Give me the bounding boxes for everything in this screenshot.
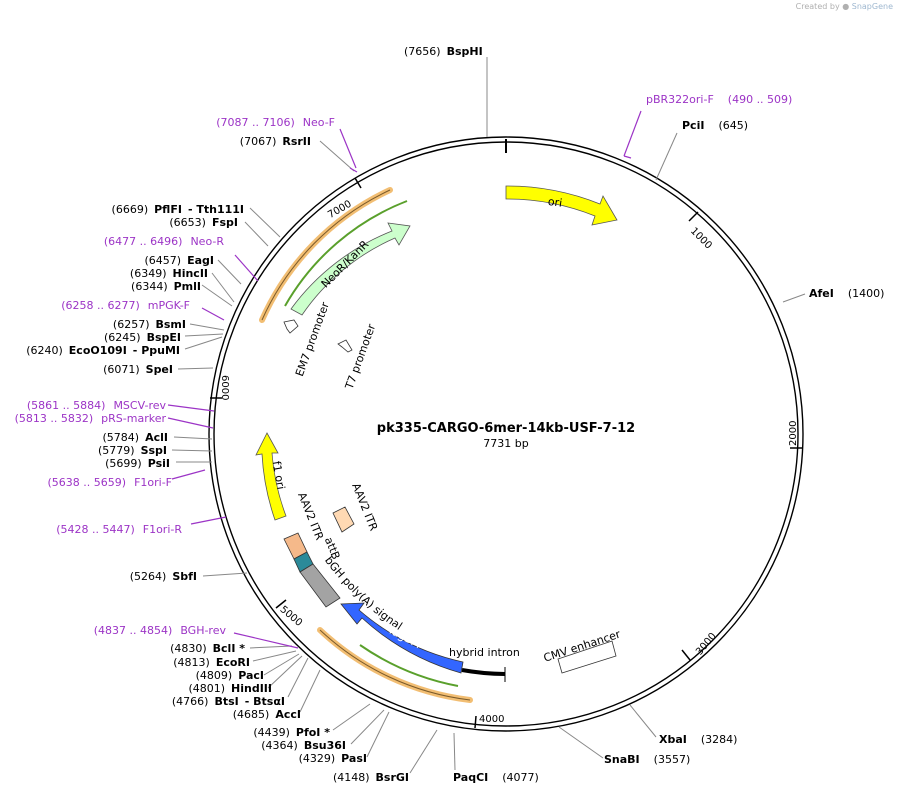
site-sspi[interactable]: (5779)SspI	[98, 444, 167, 457]
t7-feature[interactable]	[337, 339, 353, 353]
tick-label: 5000	[278, 604, 305, 629]
tick-label: 6000	[219, 375, 230, 400]
tick-mark	[681, 649, 691, 661]
site-psii[interactable]: (5699)PsiI	[105, 457, 170, 470]
site-sbfi[interactable]: (5264)SbfI	[130, 570, 197, 583]
site-bsphi[interactable]: (7656)BspHI	[404, 45, 483, 58]
tagbfp-orf-green	[359, 644, 459, 687]
tick-mark	[354, 177, 362, 189]
site-bsrgi[interactable]: (4148)BsrGI	[333, 771, 409, 784]
site-hindiii[interactable]: (4801)HindIII	[188, 682, 272, 695]
cmv-feature[interactable]	[557, 640, 617, 674]
site-btsi[interactable]: (4766)BtsI- BtsαI	[172, 695, 285, 708]
site-pcii[interactable]: PciI(645)	[682, 119, 748, 132]
tagbfp-orf-line	[319, 629, 471, 701]
neo-orf-green	[284, 200, 408, 307]
neo-orf-line	[261, 189, 391, 321]
intron-feature[interactable]	[461, 668, 506, 676]
snapgene-credit: Created by ● SnapGene	[796, 2, 893, 11]
bgh-feature[interactable]	[299, 563, 341, 608]
primer-mpgkf[interactable]: (6258 .. 6277)mPGK-F	[61, 299, 190, 312]
site-bsmi[interactable]: (6257)BsmI	[113, 318, 186, 331]
t7-label: T7 promoter	[342, 322, 378, 392]
ori-label: ori	[547, 195, 563, 210]
site-xbai[interactable]: XbaI(3284)	[659, 733, 737, 746]
site-snabi[interactable]: SnaBI(3557)	[604, 753, 690, 766]
tagbfp-feature[interactable]	[340, 602, 464, 674]
plasmid-length: 7731 bp	[483, 437, 528, 450]
primer-neof[interactable]: (7087 .. 7106)Neo-F	[216, 116, 335, 129]
site-afei[interactable]: AfeI(1400)	[809, 287, 884, 300]
f1ori-label: f1 ori	[270, 460, 288, 491]
primer-f1r[interactable]: (5428 .. 5447)F1ori-R	[56, 523, 182, 536]
site-eagi[interactable]: (6457)EagI	[145, 254, 214, 267]
primer-bgh[interactable]: (4837 .. 4854)BGH-rev	[94, 624, 227, 637]
site-spei[interactable]: (6071)SpeI	[103, 363, 173, 376]
tick-mark	[275, 599, 287, 609]
tick-mark	[688, 211, 699, 222]
site-pmli[interactable]: (6344)PmlI	[131, 280, 201, 293]
primer-leaders	[167, 110, 642, 649]
site-bsu36i[interactable]: (4364)Bsu36I	[261, 739, 346, 752]
site-bcli[interactable]: (4830)BclI *	[170, 642, 245, 655]
site-bspei[interactable]: (6245)BspEI	[104, 331, 181, 344]
site-ecori[interactable]: (4813)EcoRI	[173, 656, 250, 669]
itr-small-feature[interactable]	[332, 506, 355, 533]
em7-feature[interactable]	[283, 319, 299, 334]
neo-label: NeoR/KanR	[319, 238, 372, 291]
primer-prs[interactable]: (5813 .. 5832)pRS-marker	[15, 412, 167, 425]
credit-prefix: Created by	[795, 2, 840, 11]
ori-feature[interactable]	[505, 185, 618, 226]
site-paci[interactable]: (4809)PacI	[196, 669, 264, 682]
neo-feature[interactable]	[290, 222, 411, 316]
site-paqci[interactable]: PaqCI(4077)	[453, 771, 539, 784]
site-pasi[interactable]: (4329)PasI	[299, 752, 367, 765]
tick-label: 4000	[479, 714, 504, 725]
plasmid-name: pk335-CARGO-6mer-14kb-USF-7-12	[377, 421, 635, 436]
itr-small-label: AAV2 ITR	[349, 481, 380, 533]
primer-f1f[interactable]: (5638 .. 5659)F1ori-F	[48, 476, 173, 489]
site-pfoi[interactable]: (4439)PfoI *	[253, 726, 330, 739]
tick-label: 2000	[788, 421, 799, 446]
site-eco[interactable]: (6240)EcoO109I- PpuMI	[26, 344, 180, 357]
site-fspi[interactable]: (6653)FspI	[169, 216, 238, 229]
snapgene-logo-icon: ●	[842, 2, 850, 11]
primer-msc[interactable]: (5861 .. 5884)MSCV-rev	[27, 399, 167, 412]
intron-label: hybrid intron	[449, 646, 520, 659]
tick-mark	[474, 715, 477, 729]
backbone-outer	[208, 136, 804, 732]
site-leaders	[171, 57, 806, 774]
primer-pbr322[interactable]: pBR322ori-F(490 .. 509)	[646, 93, 792, 106]
site-acci[interactable]: (4685)AccI	[233, 708, 301, 721]
f1ori-feature[interactable]	[255, 432, 287, 521]
primer-neor[interactable]: (6477 .. 6496)Neo-R	[104, 235, 224, 248]
site-rsrii[interactable]: (7067)RsrII	[240, 135, 311, 148]
tick-label: 1000	[688, 226, 714, 252]
itr-track-label: AAV2 ITR	[295, 490, 326, 542]
site-pflfi[interactable]: (6669)PflFI- Tth111I	[112, 203, 244, 216]
site-hincii[interactable]: (6349)HincII	[130, 267, 208, 280]
credit-brand: SnapGene	[851, 2, 893, 11]
site-acli[interactable]: (5784)AclI	[103, 431, 168, 444]
neo-orf-orange	[259, 187, 393, 323]
